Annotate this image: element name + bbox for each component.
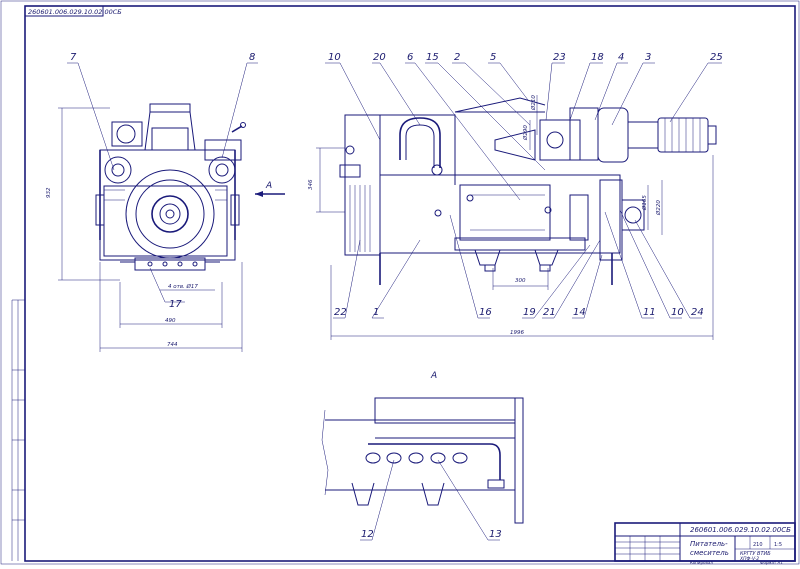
label-5: 5 (490, 52, 496, 63)
item-labels: 7 8 17 10 20 6 15 2 5 23 18 4 3 25 22 1 … (70, 52, 723, 540)
label-13: 13 (489, 529, 502, 540)
label-6: 6 (407, 52, 413, 63)
dim-phi220: Ø220 (655, 200, 662, 216)
label-1: 1 (373, 307, 379, 318)
label-10-top: 10 (328, 52, 341, 63)
label-8: 8 (249, 52, 255, 63)
inner-frame (24, 5, 796, 562)
label-7: 7 (70, 52, 77, 63)
title-copied: Копировал (690, 560, 713, 565)
front-view-dimensions (58, 107, 285, 352)
title-name-line1: Питатель- (690, 540, 728, 548)
side-view-dimensions (316, 95, 714, 340)
dim-1996: 1996 (510, 330, 524, 336)
left-margin-boxes (11, 299, 25, 561)
label-16: 16 (479, 307, 492, 318)
side-view (339, 97, 717, 285)
label-2: 2 (454, 52, 460, 63)
code-stamp-text: 260601.006.029.10.02.00СБ (28, 8, 122, 16)
label-17: 17 (169, 299, 182, 310)
dim-phi165: Ø165 (641, 195, 648, 211)
dim-932: 932 (46, 187, 52, 198)
label-19: 19 (523, 307, 536, 318)
label-4: 4 (618, 52, 624, 63)
label-12: 12 (361, 529, 374, 540)
code-stamp-box (24, 5, 104, 17)
label-20: 20 (373, 52, 386, 63)
dim-300: 300 (515, 278, 526, 284)
section-a-view (321, 397, 524, 524)
front-view (95, 103, 246, 271)
label-14: 14 (573, 307, 586, 318)
label-22: 22 (334, 307, 347, 318)
label-24: 24 (691, 307, 704, 318)
label-15: 15 (426, 52, 439, 63)
leader-lines (67, 62, 722, 541)
dim-744: 744 (167, 342, 178, 348)
view-arrow-label: А (265, 181, 272, 191)
title-org-line2: ХПФ-V-2 (739, 556, 759, 562)
dim-346: 346 (308, 179, 314, 190)
title-name-line2: смеситель (690, 549, 729, 557)
label-10-bottom: 10 (671, 307, 684, 318)
title-scale: 1:5 (774, 542, 782, 548)
dim-phi290: Ø290 (522, 125, 529, 141)
label-3: 3 (645, 52, 651, 63)
title-block (614, 522, 796, 562)
dim-490: 490 (165, 318, 176, 324)
title-block-code: 260601.006.029.10.02.00СБ (690, 526, 791, 534)
title-format: Формат А1 (760, 560, 783, 565)
section-a-title: А (430, 371, 437, 381)
label-25: 25 (710, 52, 723, 63)
title-mass: 210 (753, 542, 763, 548)
label-18: 18 (591, 52, 604, 63)
title-org-line1: КРГТУ ВТИБ (740, 551, 771, 557)
dim-phi210: Ø210 (530, 95, 537, 111)
label-23: 23 (553, 52, 566, 63)
dim-4holes: 4 отв. Ø17 (168, 283, 198, 290)
label-21: 21 (543, 307, 556, 318)
label-11: 11 (643, 307, 656, 318)
